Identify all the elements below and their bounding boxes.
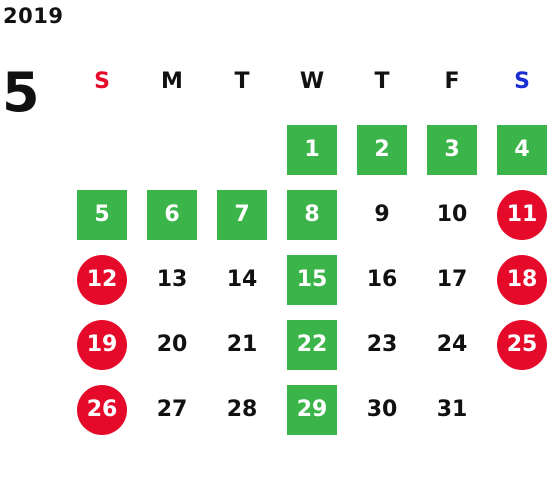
day-cell: 31 [417,380,487,445]
weekday-saturday: S [514,69,530,94]
day-cell: 11 [487,185,548,250]
day-18-red-marker: 18 [497,255,547,305]
weekday-tuesday: T [234,69,250,94]
day-cell: 6 [137,185,207,250]
day-21: 21 [226,332,258,357]
day-16: 16 [366,267,398,292]
day-17: 17 [436,267,468,292]
day-cell: 19 [67,315,137,380]
day-cell: 15 [277,250,347,315]
day-cell: 8 [277,185,347,250]
day-8-green-marker: 8 [287,190,337,240]
day-cell: 25 [487,315,548,380]
weekday-thursday: T [374,69,390,94]
day-cell: 2 [347,120,417,185]
day-cell: 27 [137,380,207,445]
day-31: 31 [436,397,468,422]
day-cell: 28 [207,380,277,445]
day-23: 23 [366,332,398,357]
weekday-sunday: S [94,69,110,94]
day-28: 28 [226,397,258,422]
day-19-red-marker: 19 [77,320,127,370]
day-15-green-marker: 15 [287,255,337,305]
day-6-green-marker: 6 [147,190,197,240]
day-cell: 13 [137,250,207,315]
year-label: 2019 [3,4,64,28]
day-5-green-marker: 5 [77,190,127,240]
day-cell: 18 [487,250,548,315]
day-cell: 16 [347,250,417,315]
day-cell: 29 [277,380,347,445]
weekday-monday: M [161,69,183,94]
day-25-red-marker: 25 [497,320,547,370]
day-9: 9 [374,202,390,227]
day-3-green-marker: 3 [427,125,477,175]
day-27: 27 [156,397,188,422]
day-cell: 3 [417,120,487,185]
day-cell: 20 [137,315,207,380]
day-cell: 24 [417,315,487,380]
day-13: 13 [156,267,188,292]
month-number: 5 [2,61,40,124]
weekday-wednesday: W [299,69,325,94]
day-cell: 26 [67,380,137,445]
weekday-friday: F [444,69,460,94]
day-cell: 4 [487,120,548,185]
day-cell: 1 [277,120,347,185]
day-22-green-marker: 22 [287,320,337,370]
day-20: 20 [156,332,188,357]
day-2-green-marker: 2 [357,125,407,175]
day-cell: 30 [347,380,417,445]
day-7-green-marker: 7 [217,190,267,240]
day-cell: 12 [67,250,137,315]
day-cell: 7 [207,185,277,250]
day-cell: 22 [277,315,347,380]
day-cell: 9 [347,185,417,250]
day-cell: 21 [207,315,277,380]
day-29-green-marker: 29 [287,385,337,435]
day-11-red-marker: 11 [497,190,547,240]
day-14: 14 [226,267,258,292]
day-26-red-marker: 26 [77,385,127,435]
day-12-red-marker: 12 [77,255,127,305]
day-cell: 10 [417,185,487,250]
day-24: 24 [436,332,468,357]
day-cell: 23 [347,315,417,380]
day-cell: 14 [207,250,277,315]
day-4-green-marker: 4 [497,125,547,175]
day-cell: 17 [417,250,487,315]
day-10: 10 [436,202,468,227]
day-1-green-marker: 1 [287,125,337,175]
day-cell: 5 [67,185,137,250]
day-30: 30 [366,397,398,422]
